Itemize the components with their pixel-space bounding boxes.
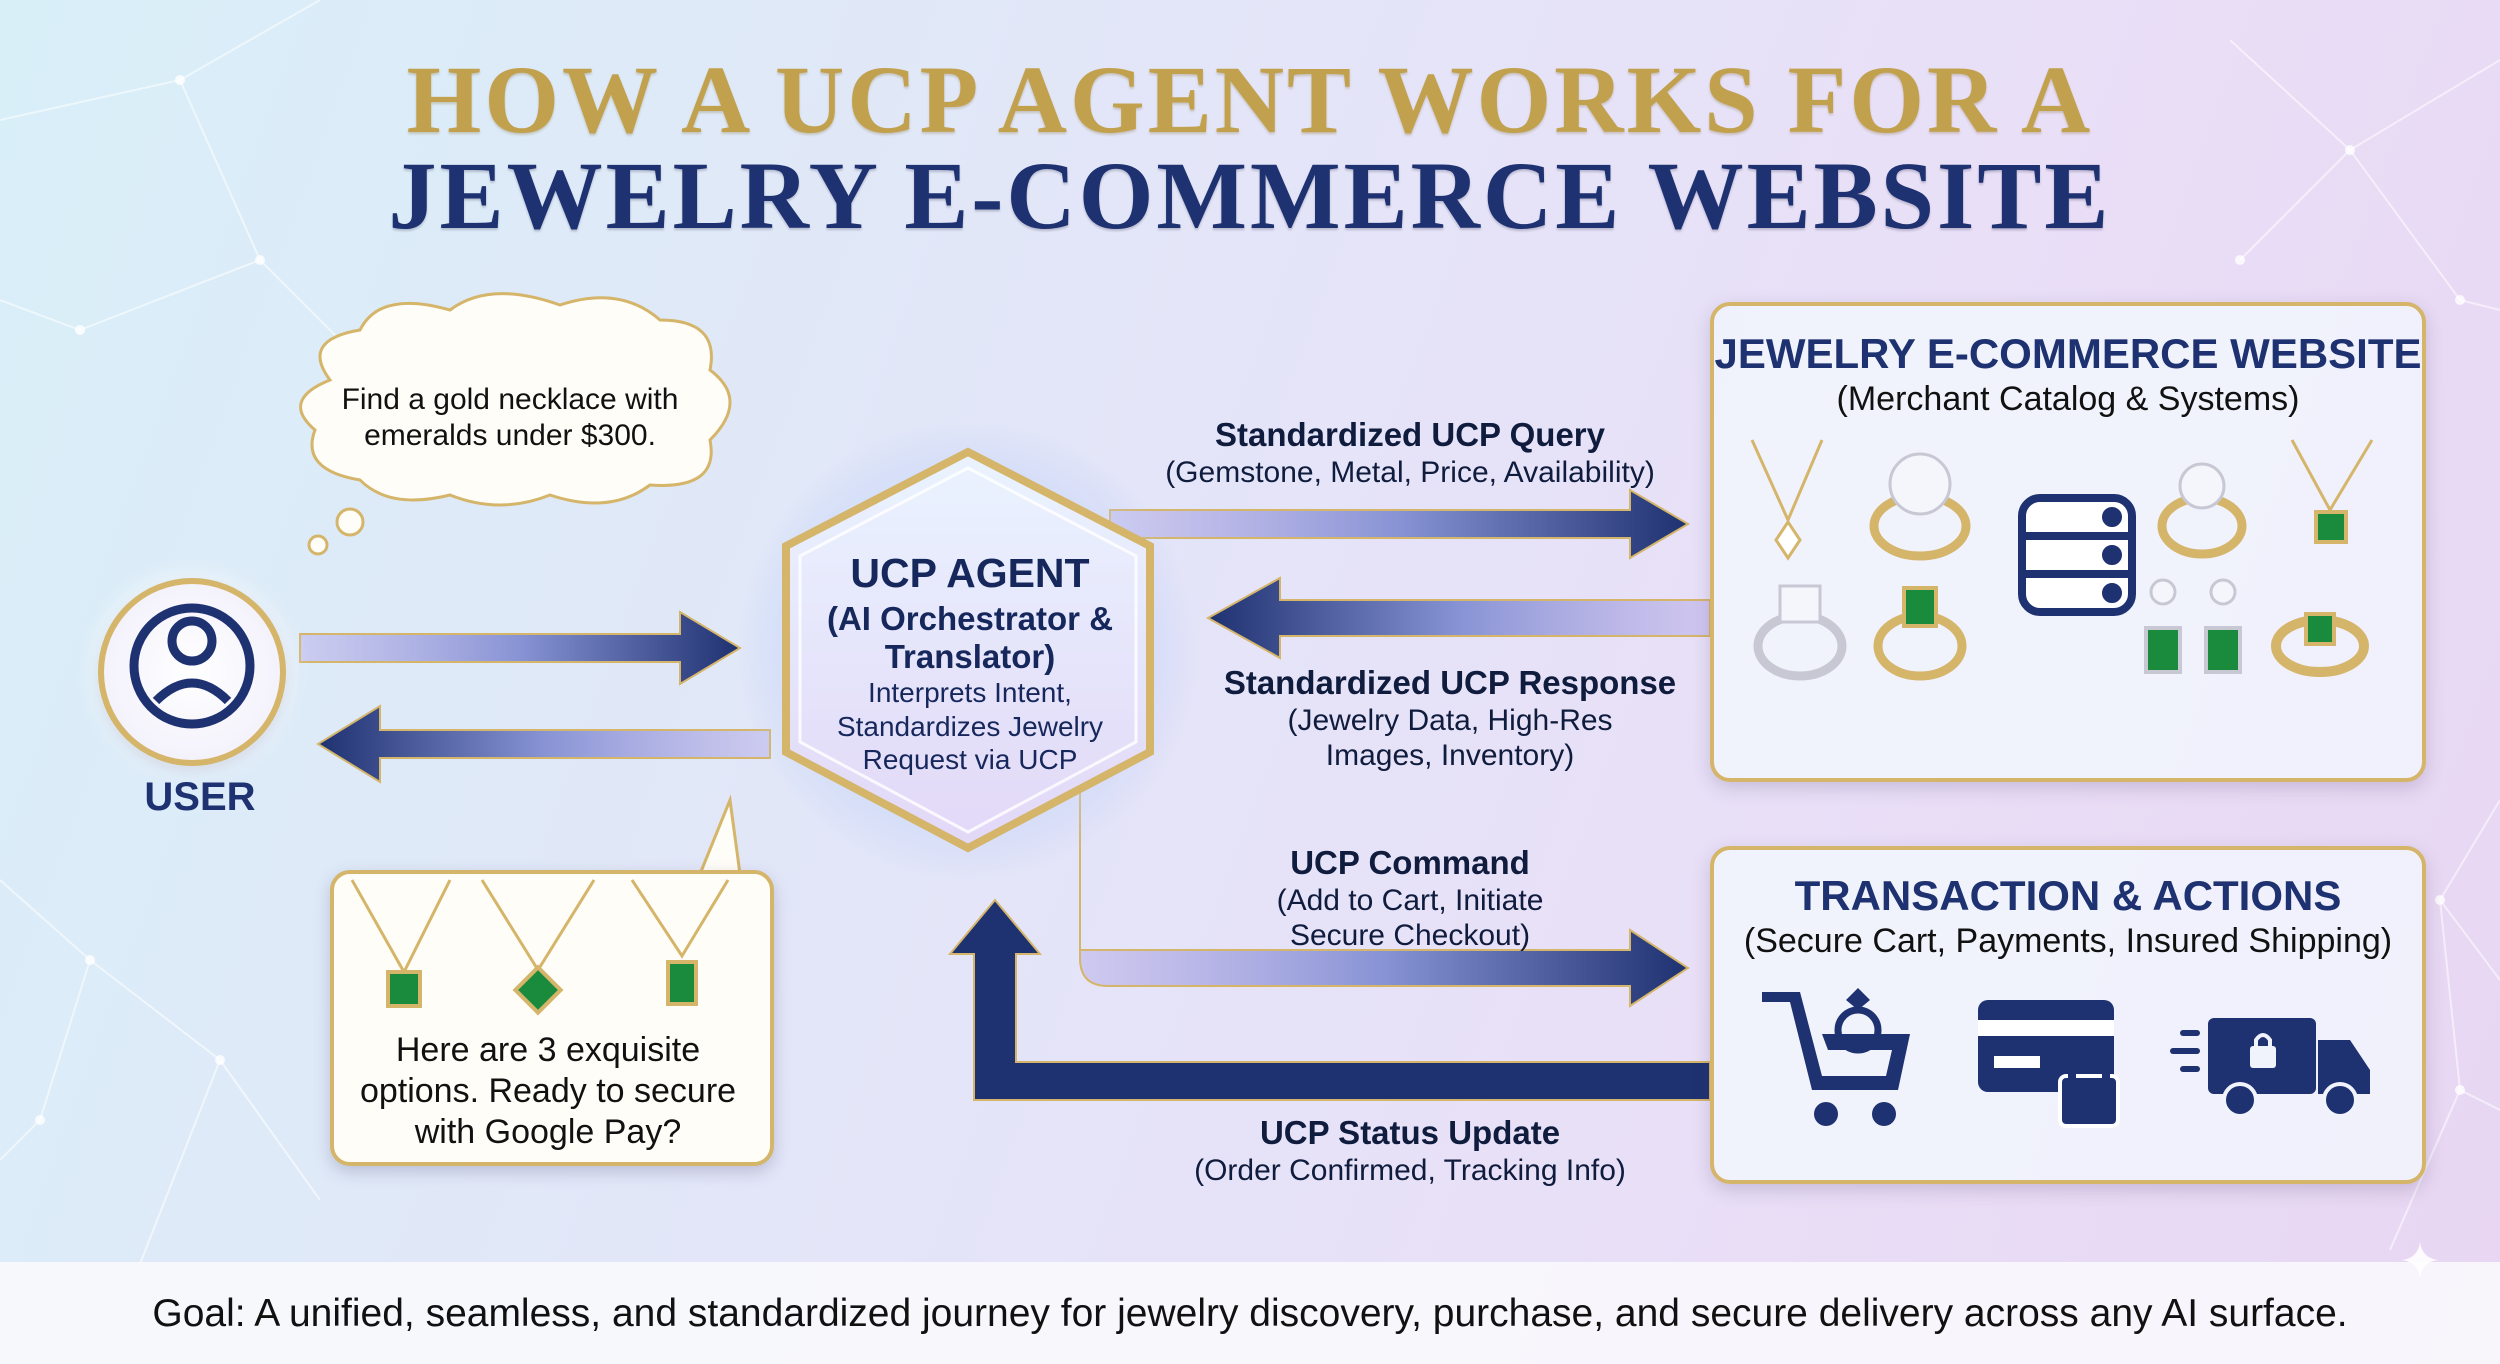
agent-to-user-arrow: [316, 704, 771, 784]
catalog-title: JEWELRY E-COMMERCE WEBSITE: [1714, 330, 2422, 377]
status-label: UCP Status Update (Order Confirmed, Trac…: [1194, 1114, 1626, 1187]
goal-bar: [0, 1262, 2500, 1364]
actions-subtitle: (Secure Cart, Payments, Insured Shipping…: [1743, 922, 2393, 960]
agent-subtitle: (AI Orchestrator & Translator): [826, 600, 1114, 676]
sparkle-icon: [2402, 1242, 2438, 1278]
thought-bubble: [299, 292, 732, 556]
user-query-text: Find a gold necklace with emeralds under…: [341, 383, 679, 452]
query-label: Standardized UCP Query (Gemstone, Metal,…: [1165, 416, 1655, 489]
catalog-subtitle: (Merchant Catalog & Systems): [1836, 380, 2300, 418]
agent-title: UCP AGENT: [850, 550, 1090, 596]
agent-hexagon: [782, 447, 1154, 853]
title-line-1: HOW A UCP AGENT WORKS FOR A: [406, 46, 2094, 153]
status-arrow: [947, 898, 1711, 1101]
agent-description: Interprets Intent, Standardizes Jewelry …: [836, 677, 1104, 776]
user-avatar: [98, 578, 286, 766]
user-label: USER: [144, 775, 256, 819]
command-arrow: [1079, 790, 1690, 1008]
response-label: Standardized UCP Response (Jewelry Data,…: [1223, 664, 1677, 773]
goal-text: Goal: A unified, seamless, and standardi…: [152, 1292, 2348, 1335]
agent-reply-text: Here are 3 exquisite options. Ready to s…: [359, 1031, 737, 1151]
title-line-2: JEWELRY E-COMMERCE WEBSITE: [388, 142, 2112, 249]
actions-title: TRANSACTION & ACTIONS: [1794, 872, 2342, 919]
command-label: UCP Command (Add to Cart, Initiate Secur…: [1276, 844, 1544, 953]
reply-bubble-tail: [697, 794, 742, 876]
response-arrow: [1205, 576, 1711, 660]
user-to-agent-arrow: [299, 610, 742, 686]
query-arrow: [1109, 488, 1690, 560]
